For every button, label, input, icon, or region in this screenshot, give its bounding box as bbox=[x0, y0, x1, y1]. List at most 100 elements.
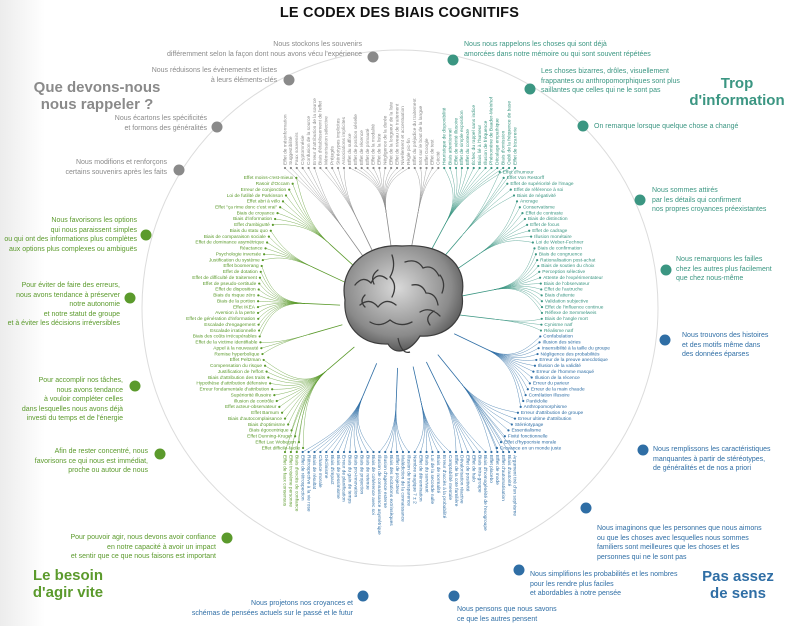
group-dot[interactable] bbox=[634, 194, 646, 206]
bias-label[interactable]: Erreur ultime d'attribution bbox=[518, 416, 572, 422]
bias-label[interactable]: Rasoir d'Occam bbox=[256, 181, 290, 187]
bias-label[interactable]: Illusion de transparence bbox=[406, 455, 412, 506]
bias-label[interactable]: Effet Von Restorff bbox=[507, 175, 545, 181]
bias-label[interactable]: Effet de récence bbox=[359, 130, 365, 165]
bias-label[interactable]: Effet de halo bbox=[470, 455, 476, 482]
bias-label[interactable]: Effet difficile-facile bbox=[262, 445, 301, 451]
bias-label[interactable]: Biais des incitations extrinsèques bbox=[388, 455, 394, 526]
bias-label[interactable]: Biais intra-groupe bbox=[476, 455, 482, 493]
bias-label[interactable]: Suggestibilité bbox=[288, 136, 294, 165]
bias-label[interactable]: Biais de résultat bbox=[311, 455, 317, 490]
bias-label[interactable]: Paréidolie bbox=[526, 398, 548, 404]
bias-label[interactable]: Biais d'autocomplaisance bbox=[228, 416, 282, 422]
bias-label[interactable]: Biais d'omission bbox=[500, 130, 506, 165]
bias-label[interactable]: Déclinisme bbox=[323, 455, 329, 479]
bias-label[interactable]: Perception sélective bbox=[542, 269, 585, 275]
bias-label[interactable]: Erreur du parieur bbox=[533, 381, 570, 387]
bias-label[interactable]: Biais d'attente bbox=[545, 293, 575, 299]
bias-label[interactable]: Effet de test bbox=[430, 139, 436, 165]
bias-label[interactable]: Loi de futilité de Parkinson bbox=[227, 193, 284, 199]
bias-label[interactable]: Effet de la victime identifiable bbox=[195, 340, 257, 346]
bias-label[interactable]: Effet d'ambiguïté bbox=[234, 222, 270, 228]
bias-label[interactable]: Erreur d'attribution de groupe bbox=[521, 410, 584, 416]
bias-label[interactable]: Effet de l'influence continue bbox=[545, 304, 604, 310]
bias-label[interactable]: Biais d'autorité bbox=[506, 455, 512, 487]
bias-label[interactable]: Essentialisme bbox=[511, 428, 541, 434]
bias-label[interactable]: Effet de la liste bbox=[377, 133, 383, 165]
bias-label[interactable]: Biais d'établissement de l'effet bbox=[318, 100, 324, 165]
bias-label[interactable]: Chance morale bbox=[317, 455, 323, 488]
bias-label[interactable]: Effet de dominance asymétrique bbox=[195, 240, 264, 246]
group-dot[interactable] bbox=[447, 54, 459, 66]
group-dot[interactable] bbox=[221, 532, 233, 544]
bias-label[interactable]: Effet de mode bbox=[494, 455, 500, 485]
bias-label[interactable]: Effet abri à vélo bbox=[247, 199, 281, 205]
bias-label[interactable]: Réalisme naïf bbox=[544, 328, 574, 334]
bias-label[interactable]: Échec du rappel sans indice bbox=[470, 105, 477, 165]
group-dot[interactable] bbox=[173, 164, 185, 176]
bias-label[interactable]: Erreur fondamentale d'attribution bbox=[199, 387, 269, 393]
bias-label[interactable]: Biais d'attribution des traits bbox=[208, 375, 266, 381]
bias-label[interactable]: Loi de Weber-Fechner bbox=[536, 240, 584, 246]
bias-label[interactable]: Illusion d'agence externe bbox=[382, 455, 388, 508]
bias-label[interactable]: Erreur d'attribution de la source bbox=[312, 98, 318, 165]
group-dot[interactable] bbox=[660, 264, 672, 276]
bias-label[interactable]: Effet de simple exposition bbox=[459, 110, 465, 165]
bias-label[interactable]: Biais des coûts irrécupérables bbox=[193, 334, 258, 340]
bias-label[interactable]: Effet de dotation bbox=[223, 269, 258, 275]
group-dot[interactable] bbox=[637, 444, 649, 456]
bias-label[interactable]: Erreur d'accès à la probabilité bbox=[441, 455, 447, 519]
bias-label[interactable]: Illusion de la récence bbox=[535, 375, 580, 381]
bias-label[interactable]: Attente de l'expérimentateur bbox=[543, 275, 603, 281]
bias-label[interactable]: Effet de primauté bbox=[365, 128, 371, 165]
bias-label[interactable]: Biais lié à l'humeur bbox=[477, 124, 483, 165]
bias-label[interactable]: Décalage empathique bbox=[495, 118, 501, 165]
group-dot[interactable] bbox=[129, 380, 141, 392]
bias-label[interactable]: Biais attentionnel bbox=[447, 128, 453, 165]
group-dot[interactable] bbox=[448, 590, 460, 602]
bias-label[interactable]: Fixité fonctionnelle bbox=[508, 434, 548, 440]
bias-label[interactable]: Effet de disposition bbox=[215, 287, 256, 293]
bias-label[interactable]: Biais pro-innovation bbox=[353, 455, 359, 497]
bias-label[interactable]: Justification de l'effort bbox=[218, 369, 265, 375]
bias-label[interactable]: Erreur de planification bbox=[341, 455, 347, 502]
bias-label[interactable]: Négligence des probabilités bbox=[541, 351, 601, 357]
bias-label[interactable]: Dévalorisation réactive bbox=[459, 455, 465, 504]
bias-label[interactable]: Aversion à la perte bbox=[215, 310, 255, 316]
bias-label[interactable]: Phénomène de Baader-Meinhof bbox=[489, 96, 495, 165]
bias-label[interactable]: Escalade irrationnelle bbox=[210, 328, 256, 334]
bias-label[interactable]: Biais de négativité bbox=[517, 193, 556, 199]
bias-label[interactable]: Effet de pseudo-certitude bbox=[203, 281, 257, 287]
bias-label[interactable]: Biais d'impact bbox=[329, 455, 335, 485]
bias-label[interactable]: Effet IKEA bbox=[233, 304, 256, 310]
bias-label[interactable]: Supériorité illusoire bbox=[231, 392, 272, 398]
bias-label[interactable]: Effet de position sérielle bbox=[353, 114, 359, 165]
bias-label[interactable]: Effet de faux consensus bbox=[282, 455, 288, 507]
bias-label[interactable]: Associations implicites bbox=[341, 116, 347, 165]
bias-label[interactable]: Biais de l'angle mort bbox=[545, 316, 589, 322]
bias-label[interactable]: Effet de cadrage bbox=[532, 228, 567, 234]
bias-label[interactable]: Effet Barnum bbox=[251, 410, 279, 416]
bias-label[interactable]: Stéréotypage bbox=[515, 422, 544, 428]
bias-label[interactable]: Erreur de la preuve anecdotique bbox=[539, 357, 608, 363]
bias-label[interactable]: Effet troisième personne bbox=[288, 455, 294, 507]
bias-label[interactable]: Négligence de la durée bbox=[383, 115, 389, 165]
bias-label[interactable]: Biais de l'observateur bbox=[544, 281, 590, 287]
bias-label[interactable]: Biais de confirmation bbox=[537, 246, 582, 252]
bias-label[interactable]: Effet Lac Wobegon bbox=[255, 439, 296, 445]
group-dot[interactable] bbox=[283, 74, 295, 86]
bias-label[interactable]: Effet de la cote familière bbox=[453, 455, 459, 507]
bias-label[interactable]: Réactance bbox=[240, 246, 263, 252]
bias-label[interactable]: Réflexe de Semmelweis bbox=[545, 310, 597, 316]
bias-label[interactable]: Justification du système bbox=[209, 257, 260, 263]
bias-label[interactable]: Rationalisation post-achat bbox=[540, 257, 596, 263]
bias-label[interactable]: Erreur de l'homme masqué bbox=[536, 369, 594, 375]
group-dot[interactable] bbox=[124, 292, 136, 304]
group-dot[interactable] bbox=[524, 83, 536, 95]
bias-label[interactable]: Effet de génération d'information bbox=[186, 316, 255, 322]
bias-label[interactable]: Effet de projecteur bbox=[394, 455, 400, 495]
bias-label[interactable]: Biais égocentrique bbox=[249, 428, 289, 434]
bias-label[interactable]: Effet de focus bbox=[530, 222, 560, 228]
bias-label[interactable]: Cécité bbox=[436, 151, 442, 165]
bias-label[interactable]: Anthropomorphisme bbox=[524, 404, 568, 410]
